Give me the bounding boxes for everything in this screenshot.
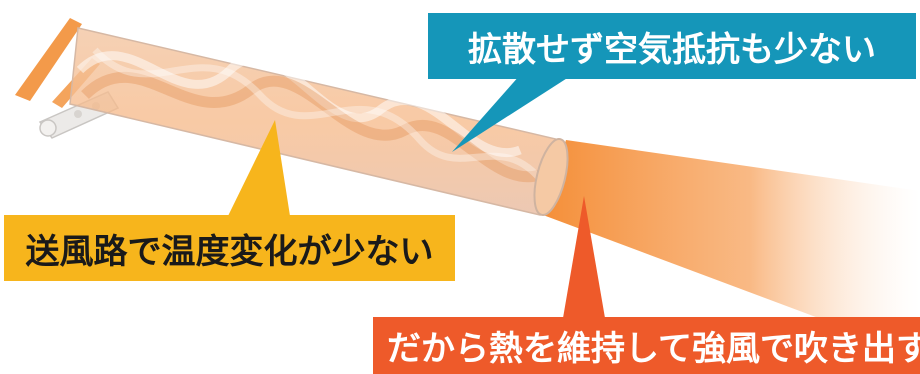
spiral-airflow: [92, 47, 548, 188]
callout-stable-temperature: 送風路で温度変化が少ない: [4, 215, 455, 281]
tube-outlet: [533, 138, 569, 216]
callout-strong-warm-air: だから熱を維持して強風で吹き出す: [373, 317, 920, 374]
pointer-top: [452, 75, 572, 152]
airflow-streak: [15, 18, 82, 101]
pointer-bottom: [563, 196, 605, 318]
spiral-airflow: [81, 71, 542, 183]
spiral-airflow: [76, 51, 522, 157]
pointer-left: [228, 120, 290, 216]
callout-low-air-resistance: 拡散せず空気抵抗も少ない: [428, 13, 916, 79]
airflow-beam: [543, 140, 920, 356]
